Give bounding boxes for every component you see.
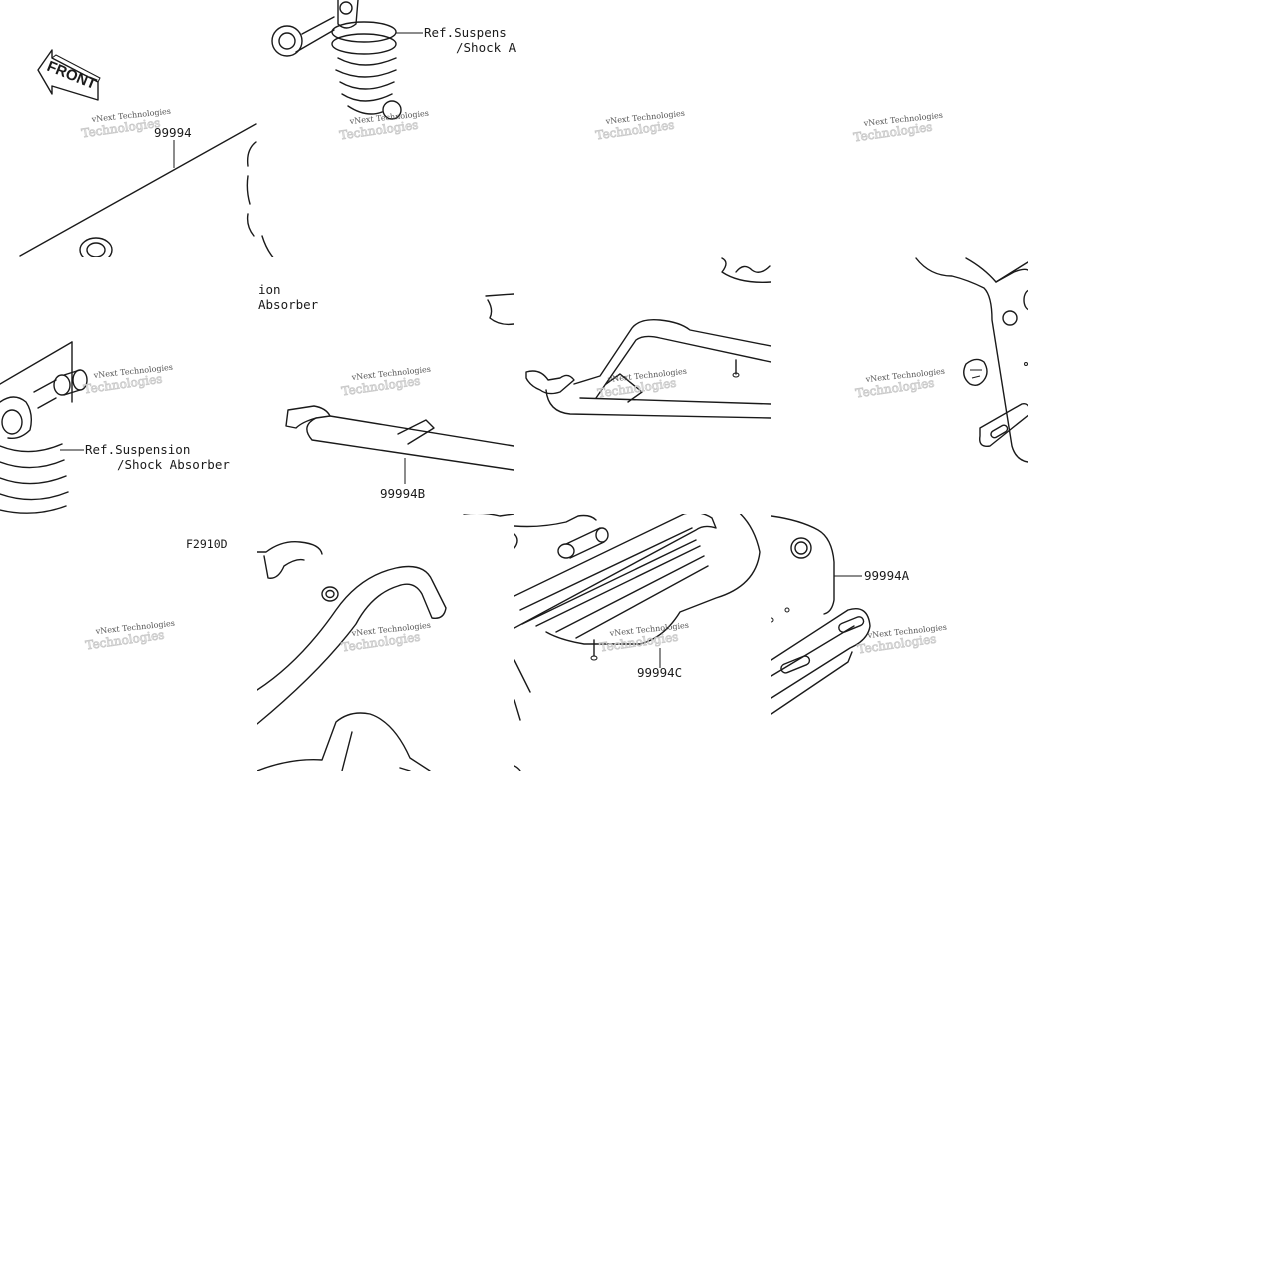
part-number-99994B: 99994B [380, 486, 425, 501]
ref-suspension-top-line1: Ref.Suspens [424, 25, 507, 40]
tile-bottom-center [514, 514, 761, 771]
tile-bottom-right [771, 515, 871, 715]
tile-top-left [19, 123, 257, 257]
watermark: Technologies vNext Technologies [852, 111, 943, 145]
ref-partial-line1: ion [258, 282, 281, 297]
watermark: Technologies vNext Technologies [594, 109, 685, 143]
tile-center-right [915, 257, 1028, 463]
tile-bottom-left [257, 514, 514, 771]
tile-center [525, 257, 771, 419]
watermark: Technologies vNext Technologies [338, 109, 429, 143]
watermark: Technologies vNext Technologies [84, 619, 175, 653]
part-number-99994A: 99994A [864, 568, 910, 583]
part-number-99994: 99994 [154, 125, 192, 140]
ref-suspension-left-line2: /Shock Absorber [117, 457, 230, 472]
ref-suspension-left-line1: Ref.Suspension [85, 442, 190, 457]
tile-top-mid [261, 0, 423, 257]
watermark: Technologies vNext Technologies [340, 365, 431, 399]
tile-mid-left [0, 341, 88, 514]
ref-suspension-top-line2: /Shock A [456, 40, 517, 55]
tile-center-left [285, 293, 514, 484]
figure-code: F2910D [186, 537, 228, 551]
watermark: Technologies vNext Technologies [82, 363, 173, 397]
ref-partial-line2: Absorber [258, 297, 319, 312]
front-arrow-icon: FRONT [37, 49, 101, 101]
watermark: Technologies vNext Technologies [854, 367, 945, 401]
watermark: Technologies vNext Technologies [598, 621, 689, 655]
watermark: Technologies vNext Technologies [596, 367, 687, 401]
watermark-group: Technologies vNext Technologies Technolo… [80, 107, 947, 657]
part-number-99994C: 99994C [637, 665, 682, 680]
